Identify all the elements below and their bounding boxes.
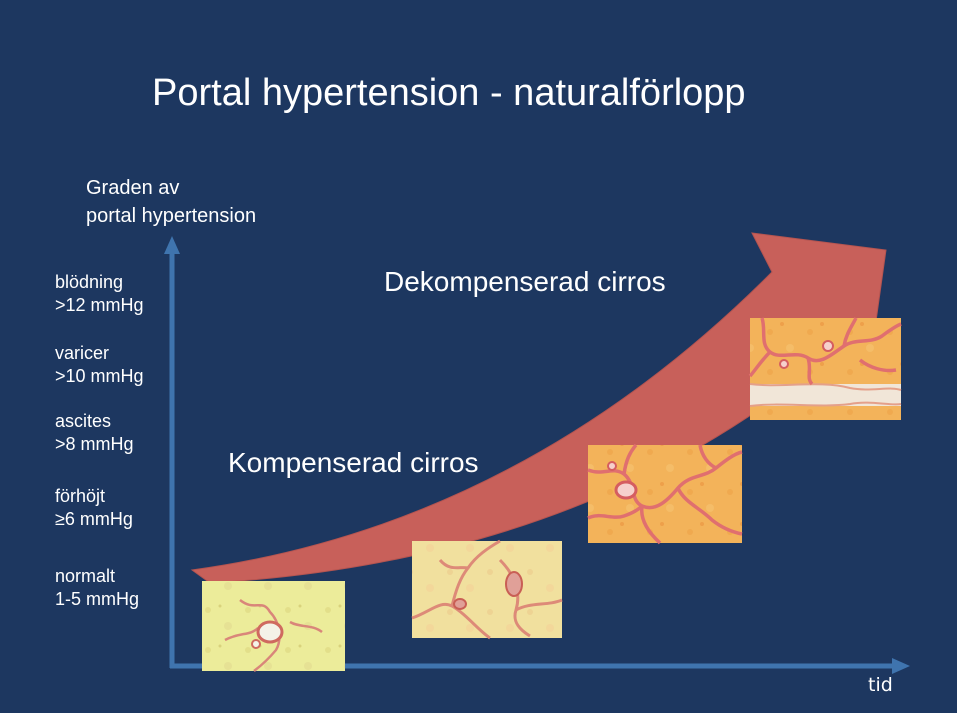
stage-decompensated-label: Dekompenserad cirros (384, 266, 666, 297)
level-value: 1-5 mmHg (55, 589, 140, 609)
normal-liver-histology (202, 581, 345, 672)
level-name: förhöjt (55, 486, 106, 506)
level-ascites: ascites >8 mmHg (55, 410, 134, 456)
level-value: >8 mmHg (55, 434, 134, 454)
level-value: >12 mmHg (55, 295, 144, 315)
y-axis-label: Graden av portal hypertension (86, 177, 257, 227)
level-name: varicer (55, 343, 110, 363)
compensated-cirrhosis-histology (587, 443, 743, 545)
level-name: blödning (55, 272, 124, 292)
stage-compensated-label: Kompenserad cirros (228, 447, 479, 478)
decompensated-cirrhosis-histology (748, 317, 902, 420)
level-bleeding: blödning >12 mmHg (55, 271, 144, 317)
level-value: >10 mmHg (55, 366, 144, 386)
slide-title: Portal hypertension - naturalförlopp (152, 72, 746, 114)
y-axis (164, 236, 180, 668)
level-normal: normalt 1-5 mmHg (55, 565, 139, 611)
level-varices: varicer >10 mmHg (55, 342, 144, 388)
early-fibrosis-histology (411, 539, 563, 640)
level-name: normalt (55, 566, 116, 586)
x-axis-label: tid (868, 674, 893, 696)
level-elevated: förhöjt ≥6 mmHg (55, 485, 133, 531)
level-value: ≥6 mmHg (55, 509, 133, 529)
level-name: ascites (55, 411, 112, 431)
